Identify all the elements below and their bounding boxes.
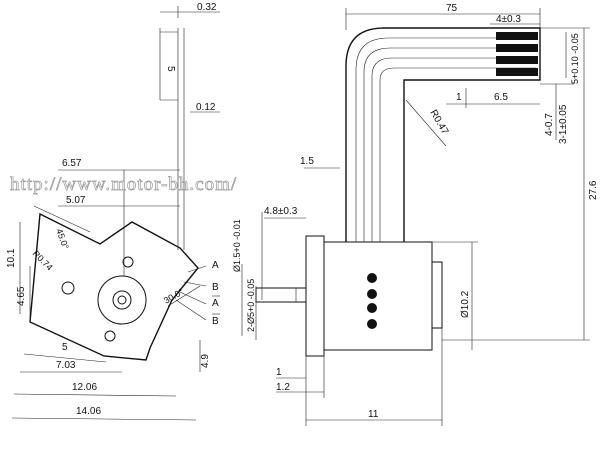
dim-5-tol: 5+0.10 -0.05 xyxy=(570,33,580,84)
dim-30: 30.0° xyxy=(162,286,186,305)
dim-3-1: 3-1±0.05 xyxy=(558,104,569,144)
dim-1-5: 1.5 xyxy=(300,156,314,167)
front-view: 75 4±0.3 5+0.10 -0.05 1 6.5 R0.47 4-0.7 … xyxy=(232,3,599,426)
output-shaft xyxy=(255,287,307,303)
dim-12-06: 12.06 xyxy=(72,382,97,393)
dim-4-8: 4.8±0.3 xyxy=(264,206,298,217)
dim-phi-1-5: Ø1.5+0 -0.01 xyxy=(232,219,242,272)
dim-10-1: 10.1 xyxy=(6,248,17,268)
dim-30-line xyxy=(167,285,201,307)
mount-hole-left xyxy=(61,281,75,295)
rear-cap xyxy=(431,261,443,329)
motor-plate-outline xyxy=(29,212,199,361)
pad-4 xyxy=(496,68,538,76)
pin-leader-b xyxy=(183,281,207,287)
solder-pad-2 xyxy=(367,289,377,299)
dim-5-bottom: 5 xyxy=(62,342,68,353)
dim-phi-10-2: Ø10.2 xyxy=(460,290,471,318)
pad-3 xyxy=(496,56,538,64)
dim-75: 75 xyxy=(446,3,458,14)
dim-6-5: 6.5 xyxy=(494,92,508,103)
dim-14-06: 14.06 xyxy=(76,406,101,417)
dim-6-57: 6.57 xyxy=(62,158,82,169)
dim-4-0-3: 4±0.3 xyxy=(496,14,521,25)
pin-label-b: B xyxy=(212,282,219,293)
dim-1206-line xyxy=(13,393,177,397)
trace-3 xyxy=(371,57,536,334)
pad-1 xyxy=(496,32,538,40)
solder-pad-1 xyxy=(367,273,377,283)
dim-5-07: 5.07 xyxy=(66,195,86,206)
dim-5-line xyxy=(23,353,107,363)
dim-0-12: 0.12 xyxy=(196,102,216,113)
pin-label-b-bar: B xyxy=(212,316,219,327)
dim-4-9: 4.9 xyxy=(200,354,211,368)
dim-45-line xyxy=(33,205,91,233)
solder-pad-3 xyxy=(367,303,377,313)
dim-7-03: 7.03 xyxy=(56,360,76,371)
watermark-url: http://www.motor-bh.com/ xyxy=(10,174,237,195)
motor-body xyxy=(323,241,433,351)
dim-4-65: 4.65 xyxy=(16,286,27,306)
solder-pad-4 xyxy=(367,319,377,329)
dim-1: 1 xyxy=(456,92,462,103)
rotor-shaft-hole xyxy=(117,295,127,305)
dim-r0-74: R0.74 xyxy=(31,248,55,272)
dim-1406-line xyxy=(11,417,197,421)
mount-hole-top xyxy=(122,256,134,268)
trace-4 xyxy=(379,67,536,334)
dim-1-2: 1.2 xyxy=(276,382,290,393)
pin-label-a-bar: A xyxy=(212,298,219,309)
rotor-hub xyxy=(112,290,132,310)
front-flange xyxy=(305,235,325,357)
trace-1 xyxy=(355,37,536,334)
dim-27-6: 27.6 xyxy=(588,180,599,200)
dim-5-top: 5 xyxy=(165,66,176,72)
dim-45: 45.0° xyxy=(54,227,71,251)
trace-2 xyxy=(363,47,536,334)
dim-4-0-7: 4-0.7 xyxy=(544,113,555,136)
dim-r0-47: R0.47 xyxy=(427,108,450,137)
dim-0-32: 0.32 xyxy=(197,2,217,13)
dim-1-bottom: 1 xyxy=(276,367,282,378)
pin-leader-a2 xyxy=(179,291,207,305)
dim-11: 11 xyxy=(368,409,379,420)
pin-leader-a xyxy=(187,265,207,273)
rotor-outer-circle xyxy=(97,275,147,325)
dim-2-phi-5: 2-Ø5+0 -0.05 xyxy=(246,279,256,332)
side-view: 0.32 5 0.12 6.57 5.07 10.1 4.65 R0.74 45… xyxy=(6,2,220,421)
pad-2 xyxy=(496,44,538,52)
pin-leader-b2 xyxy=(175,299,207,321)
flex-cable-outline xyxy=(345,27,541,341)
mount-hole-bottom xyxy=(104,330,116,342)
r047-leader xyxy=(405,99,447,147)
pin-label-a: A xyxy=(212,260,219,271)
